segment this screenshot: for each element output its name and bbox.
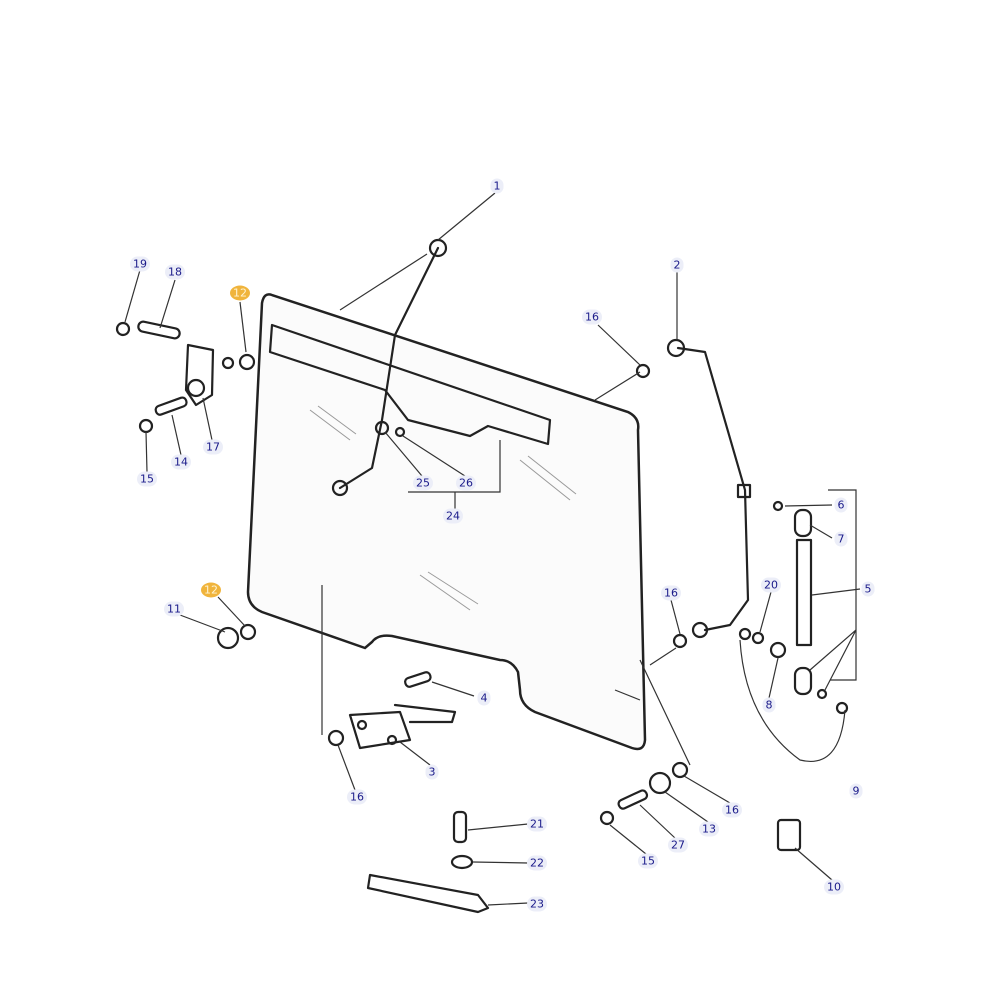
callout-15[interactable]: 15 [638, 853, 658, 869]
callout-7[interactable]: 7 [834, 531, 848, 547]
callout-3[interactable]: 3 [425, 764, 439, 780]
callout-23[interactable]: 23 [527, 896, 547, 912]
callout-16[interactable]: 16 [582, 309, 602, 325]
callout-4[interactable]: 4 [477, 690, 491, 706]
clip-part [776, 818, 802, 852]
callout-19[interactable]: 19 [130, 256, 150, 272]
gas-strut [795, 538, 813, 647]
callout-16[interactable]: 16 [661, 585, 681, 601]
callout-12-highlighted[interactable]: 12 [230, 285, 250, 301]
callout-1[interactable]: 1 [490, 178, 504, 194]
callout-13[interactable]: 13 [699, 821, 719, 837]
callout-9[interactable]: 9 [849, 783, 863, 799]
top-rail [268, 323, 552, 446]
callout-5[interactable]: 5 [861, 581, 875, 597]
callout-26[interactable]: 26 [456, 475, 476, 491]
callout-16[interactable]: 16 [722, 802, 742, 818]
callout-6[interactable]: 6 [834, 497, 848, 513]
callout-10[interactable]: 10 [824, 879, 844, 895]
bottom-bracket [366, 873, 490, 914]
callout-2[interactable]: 2 [670, 257, 684, 273]
callout-16[interactable]: 16 [347, 789, 367, 805]
callout-25[interactable]: 25 [413, 475, 433, 491]
callout-17[interactable]: 17 [203, 439, 223, 455]
callout-27[interactable]: 27 [668, 837, 688, 853]
callout-24[interactable]: 24 [443, 508, 463, 524]
callout-22[interactable]: 22 [527, 855, 547, 871]
callout-11[interactable]: 11 [164, 601, 184, 617]
callout-15[interactable]: 15 [137, 471, 157, 487]
lower-hinge [348, 703, 457, 750]
callout-12-highlighted[interactable]: 12 [201, 582, 221, 598]
upper-stay-rod [338, 246, 440, 490]
side-stay-rod [676, 346, 750, 632]
callout-18[interactable]: 18 [165, 264, 185, 280]
callout-14[interactable]: 14 [171, 454, 191, 470]
callout-8[interactable]: 8 [762, 697, 776, 713]
callout-21[interactable]: 21 [527, 816, 547, 832]
callout-20[interactable]: 20 [761, 577, 781, 593]
leader-lines [124, 192, 861, 906]
glass-hatching [309, 405, 577, 611]
